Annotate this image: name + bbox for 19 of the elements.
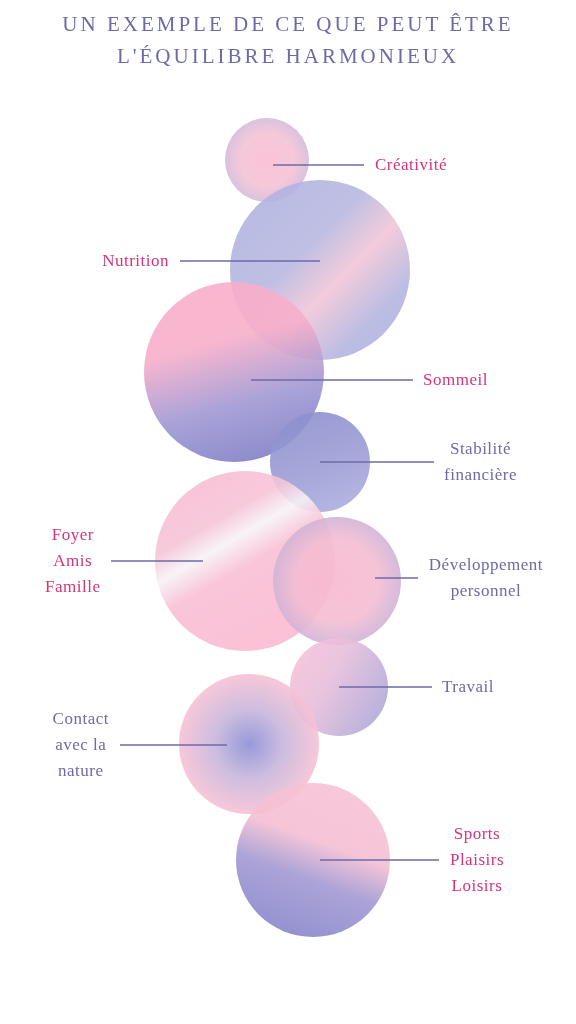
leader-line [319, 461, 435, 463]
category-label: Stabilité financière [443, 436, 518, 488]
category-label: Contact avec la nature [51, 706, 110, 784]
leader-line [272, 164, 365, 166]
leader-line [338, 686, 433, 688]
category-label: Sommeil [422, 367, 489, 393]
leader-line [250, 379, 414, 381]
title: UN EXEMPLE DE CE QUE PEUT ÊTRE L'ÉQUILIBRE HARMONIEUX [61, 11, 515, 70]
category-label: Travail [441, 674, 495, 700]
category-label: Foyer Amis Famille [44, 522, 102, 600]
category-label: Nutrition [101, 248, 170, 274]
leader-line [119, 744, 228, 746]
leader-line [319, 859, 440, 861]
leader-line [179, 260, 321, 262]
category-label: Sports Plaisirs Loisirs [448, 821, 505, 899]
leader-line [110, 560, 204, 562]
category-label: Développement personnel [427, 552, 544, 604]
leader-line [374, 577, 419, 579]
category-label: Créativité [374, 152, 448, 178]
